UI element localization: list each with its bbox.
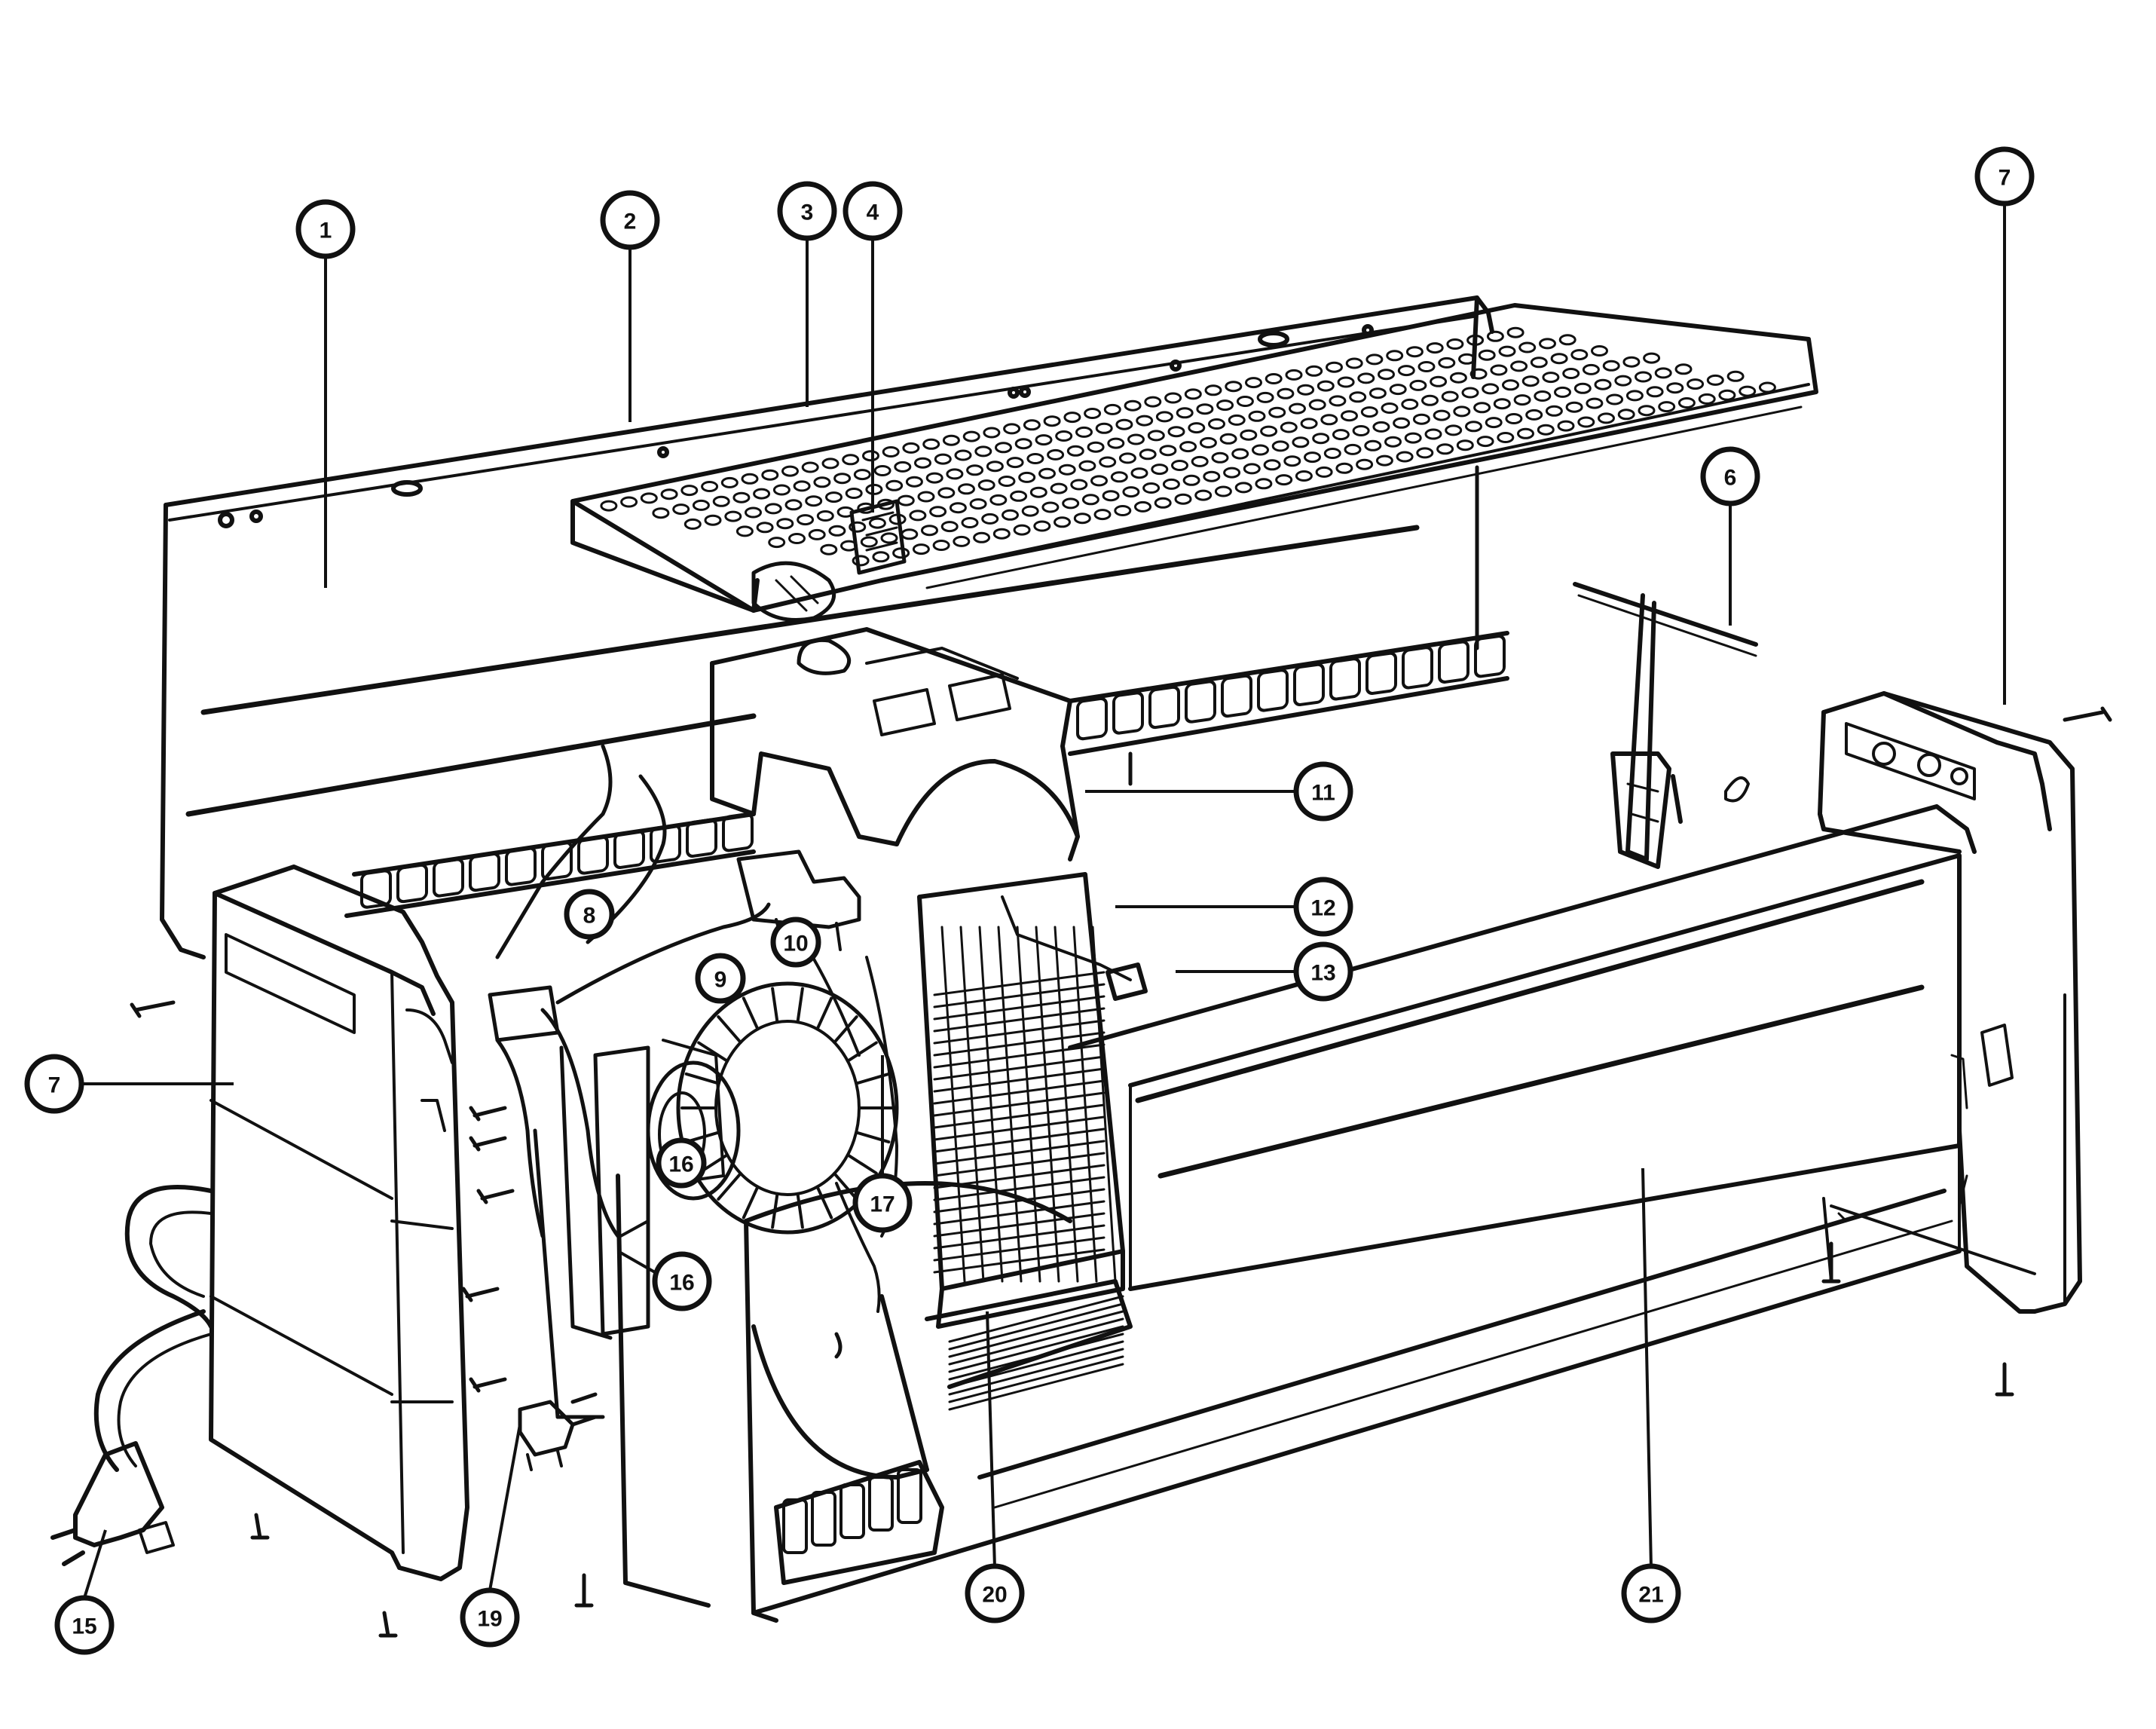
callout-6-label: 6 [1724, 466, 1737, 491]
rear-panel [160, 295, 1494, 959]
screws [130, 706, 2112, 1638]
callout-19-label: 19 [477, 1607, 502, 1632]
callout-15: 15 [54, 1595, 115, 1655]
thermostat-bracket [1573, 582, 1758, 869]
callout-4: 4 [843, 181, 903, 241]
callout-17-label: 17 [870, 1192, 895, 1217]
callout-7-right-label: 7 [1999, 166, 2011, 191]
callout-11: 11 [1293, 761, 1353, 822]
callout-9: 9 [695, 953, 746, 1004]
perforated-top-cover [570, 303, 1818, 613]
lower-grille-mesh [948, 1295, 1124, 1411]
front-panel [751, 804, 1977, 1615]
lower-grille-slots [782, 1468, 922, 1554]
power-cord [50, 1185, 213, 1566]
callout-15-label: 15 [72, 1614, 96, 1639]
callout-12-label: 12 [1310, 896, 1335, 921]
leader-lines [81, 204, 2006, 1599]
callout-2: 2 [600, 190, 660, 250]
callout-17: 17 [852, 1173, 913, 1233]
callout-19: 19 [460, 1587, 520, 1648]
callout-13-label: 13 [1310, 961, 1335, 986]
callout-8-label: 8 [583, 904, 596, 929]
callout-2-label: 2 [624, 210, 637, 234]
callout-4-label: 4 [867, 200, 879, 225]
cover-switches [751, 499, 907, 622]
callout-21-label: 21 [1638, 1583, 1663, 1608]
callout-11-label: 11 [1311, 781, 1335, 806]
callout-3-label: 3 [801, 200, 814, 225]
callout-10: 10 [770, 917, 821, 968]
callout-7-left-label: 7 [48, 1073, 61, 1098]
heater-mesh [933, 926, 1117, 1283]
lower-fan-chamber [616, 1174, 1133, 1623]
callout-6: 6 [1700, 446, 1760, 506]
fan-blades [680, 987, 895, 1229]
callout-10-label: 10 [783, 932, 808, 956]
left-end-cap [209, 864, 469, 1581]
callout-21: 21 [1621, 1563, 1681, 1623]
right-end-cap [1818, 691, 2082, 1314]
cover-perforations [600, 326, 1776, 567]
callout-3: 3 [777, 181, 837, 241]
callout-16-upper: 16 [656, 1137, 707, 1189]
callout-12: 12 [1293, 877, 1353, 937]
callout-9-label: 9 [714, 968, 727, 993]
callout-1-label: 1 [320, 219, 332, 243]
callout-16-lower: 16 [652, 1251, 712, 1311]
wiring-harness [488, 744, 898, 1313]
motor-mount-plate [533, 1045, 650, 1419]
thermal-cutout [518, 1400, 575, 1471]
callout-7-left: 7 [24, 1054, 84, 1114]
callout-20-label: 20 [982, 1583, 1007, 1608]
callout-20: 20 [965, 1563, 1025, 1623]
callout-1: 1 [295, 199, 356, 259]
callout-16-lower-label: 16 [669, 1271, 694, 1296]
fan-housing-bracket [710, 627, 1080, 861]
heating-element [917, 872, 1148, 1329]
callout-13: 13 [1293, 941, 1353, 1002]
callout-8: 8 [564, 889, 615, 940]
callout-16-upper-label: 16 [668, 1152, 693, 1177]
callout-7-right: 7 [1974, 146, 2035, 207]
